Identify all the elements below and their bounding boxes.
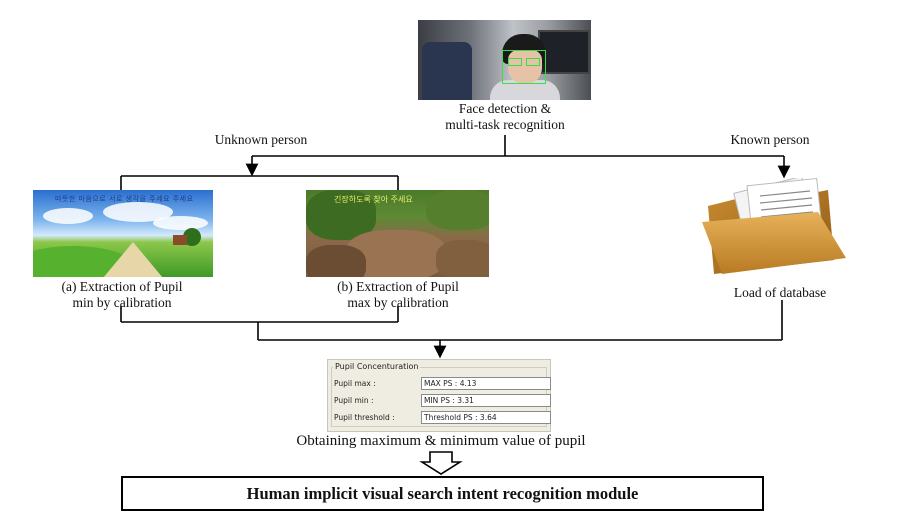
- panel-title: Pupil Concenturation: [333, 362, 421, 371]
- caption-b: (b) Extraction of Pupil max by calibrati…: [337, 279, 459, 310]
- face-caption: Face detection & multi-task recognition: [445, 101, 565, 132]
- pupil-min-field[interactable]: MIN PS : 3.31: [421, 394, 551, 407]
- pupil-max-label: Pupil max :: [334, 379, 376, 388]
- pupil-max-field[interactable]: MAX PS : 4.13: [421, 377, 551, 390]
- pupil-threshold-row: Pupil threshold : Threshold PS : 3.64: [334, 411, 551, 424]
- caption-a: (a) Extraction of Pupil min by calibrati…: [61, 279, 183, 310]
- calibration-image-max: 긴장하도록 찾아 주세요: [306, 190, 489, 277]
- pupil-min-row: Pupil min : MIN PS : 3.31: [334, 394, 551, 407]
- leaves-overlay-text: 긴장하도록 찾아 주세요: [334, 195, 413, 204]
- database-folder-icon: [702, 178, 846, 274]
- intent-recognition-module-box: Human implicit visual search intent reco…: [121, 476, 764, 511]
- pupil-concentration-panel: Pupil Concenturation Pupil max : MAX PS …: [327, 359, 551, 432]
- hollow-down-arrow: [419, 451, 463, 475]
- face-detection-photo: [418, 20, 591, 100]
- meadow-overlay-text: 따뜻한 마음으로 서로 생각을 주세요 주세요: [55, 195, 194, 203]
- face-bounding-box: [502, 50, 546, 84]
- module-label: Human implicit visual search intent reco…: [246, 483, 639, 503]
- pupil-threshold-field[interactable]: Threshold PS : 3.64: [421, 411, 551, 424]
- pupil-threshold-label: Pupil threshold :: [334, 413, 395, 422]
- eye-box-right: [526, 58, 540, 66]
- unknown-person-label: Unknown person: [214, 132, 308, 147]
- pupil-min-label: Pupil min :: [334, 396, 374, 405]
- obtaining-caption: Obtaining maximum & minimum value of pup…: [296, 433, 586, 449]
- known-person-label: Known person: [730, 132, 810, 147]
- eye-box-left: [508, 58, 522, 66]
- calibration-image-min: 따뜻한 마음으로 서로 생각을 주세요 주세요: [33, 190, 213, 277]
- pupil-max-row: Pupil max : MAX PS : 4.13: [334, 377, 551, 390]
- database-label: Load of database: [733, 285, 827, 300]
